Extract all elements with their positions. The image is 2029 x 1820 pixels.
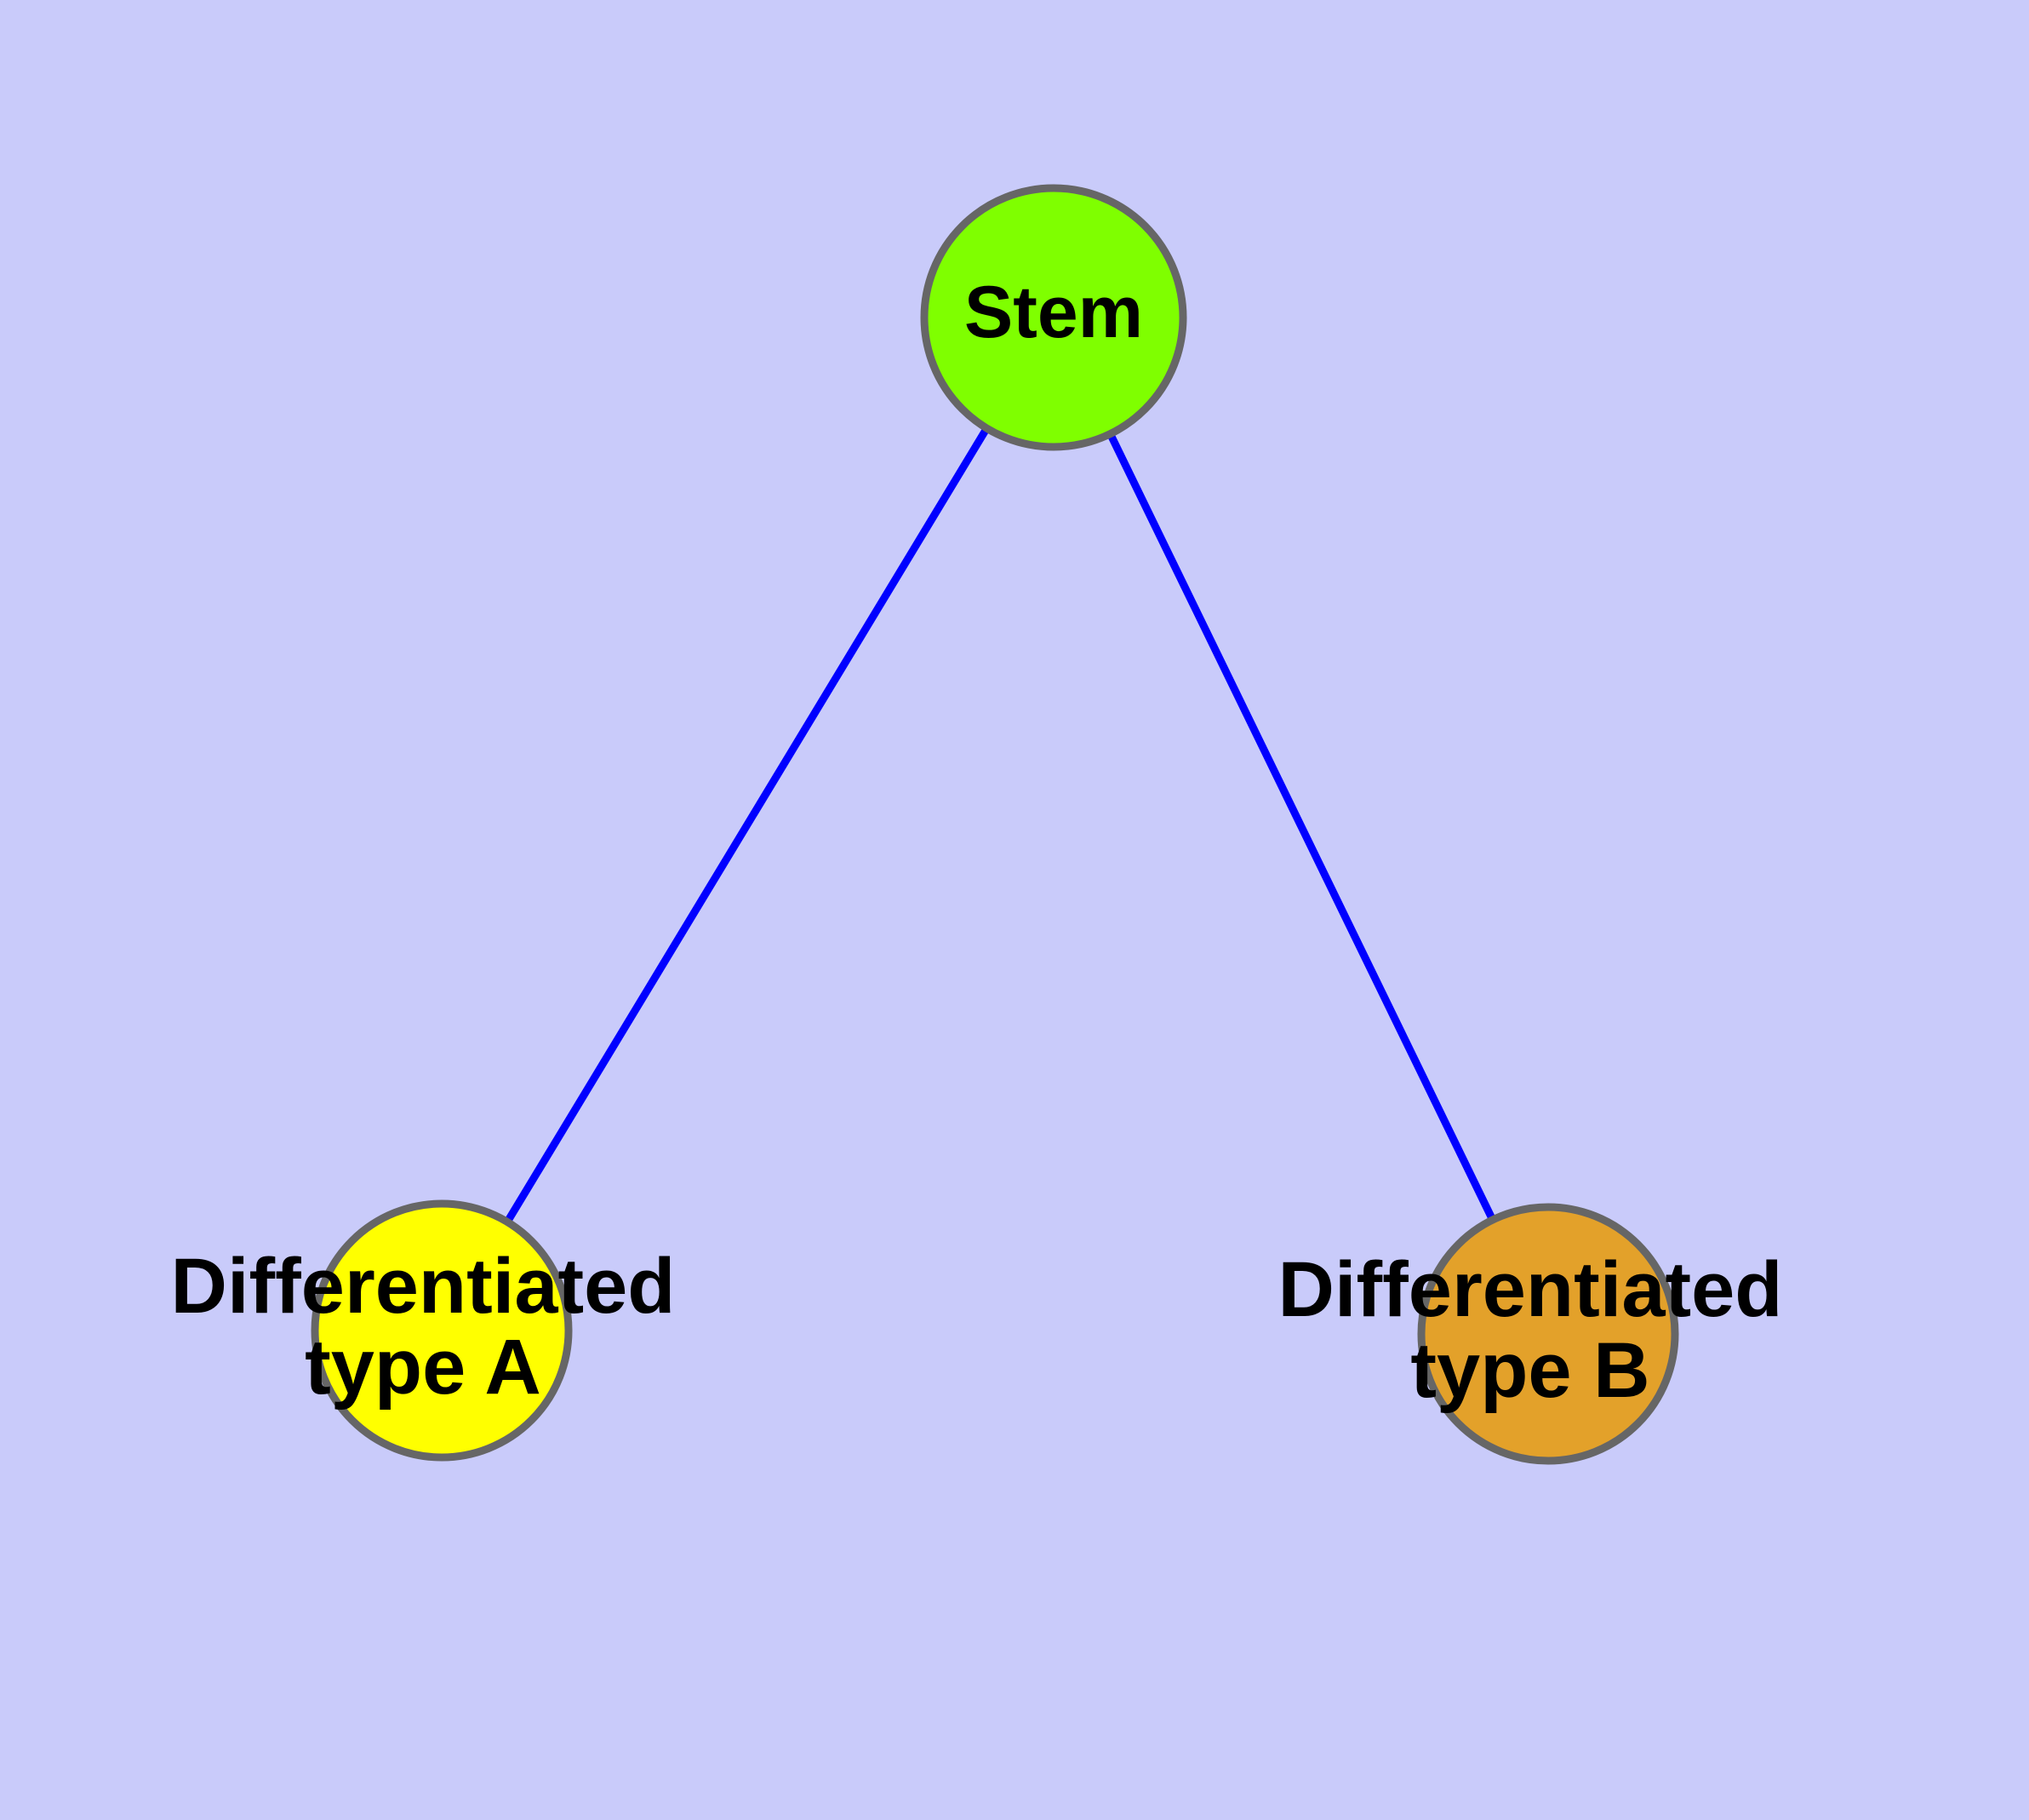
edge-stem-to-differentiated-type-a[interactable] (504, 426, 991, 1224)
node-group (311, 184, 1679, 1465)
node-stem[interactable] (920, 184, 1187, 451)
node-differentiated-type-a[interactable] (311, 1199, 573, 1462)
node-label-stem: Stem (964, 272, 1143, 353)
edge-group (504, 426, 1496, 1224)
edge-stem-to-differentiated-type-b[interactable] (1106, 432, 1496, 1222)
node-differentiated-type-b[interactable] (1417, 1203, 1679, 1465)
